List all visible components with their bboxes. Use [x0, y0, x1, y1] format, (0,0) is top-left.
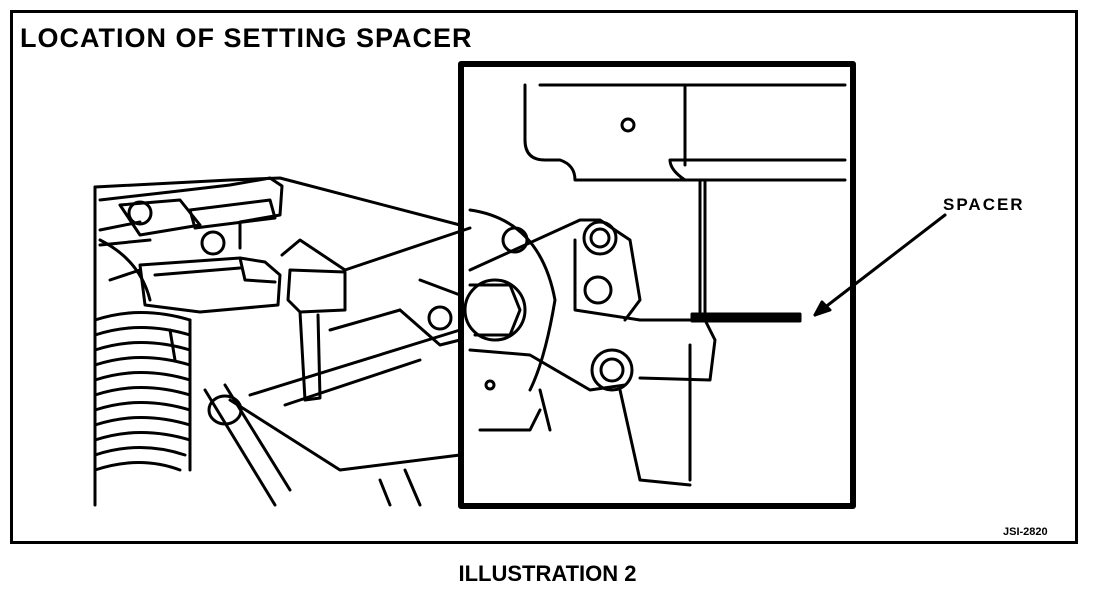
figure-frame — [10, 10, 1078, 544]
detail-inset — [458, 61, 856, 509]
figure-title: LOCATION OF SETTING SPACER — [20, 23, 473, 53]
spacer-callout-label: SPACER — [943, 195, 1025, 214]
spacer-leader-line — [813, 213, 947, 317]
spacer-arrow-head — [813, 300, 832, 317]
figure-caption: ILLUSTRATION 2 — [458, 561, 637, 586]
engine-linkage-view — [93, 176, 472, 507]
spacer-part — [690, 312, 802, 323]
figure-code: JSI-2820 — [1003, 526, 1048, 538]
